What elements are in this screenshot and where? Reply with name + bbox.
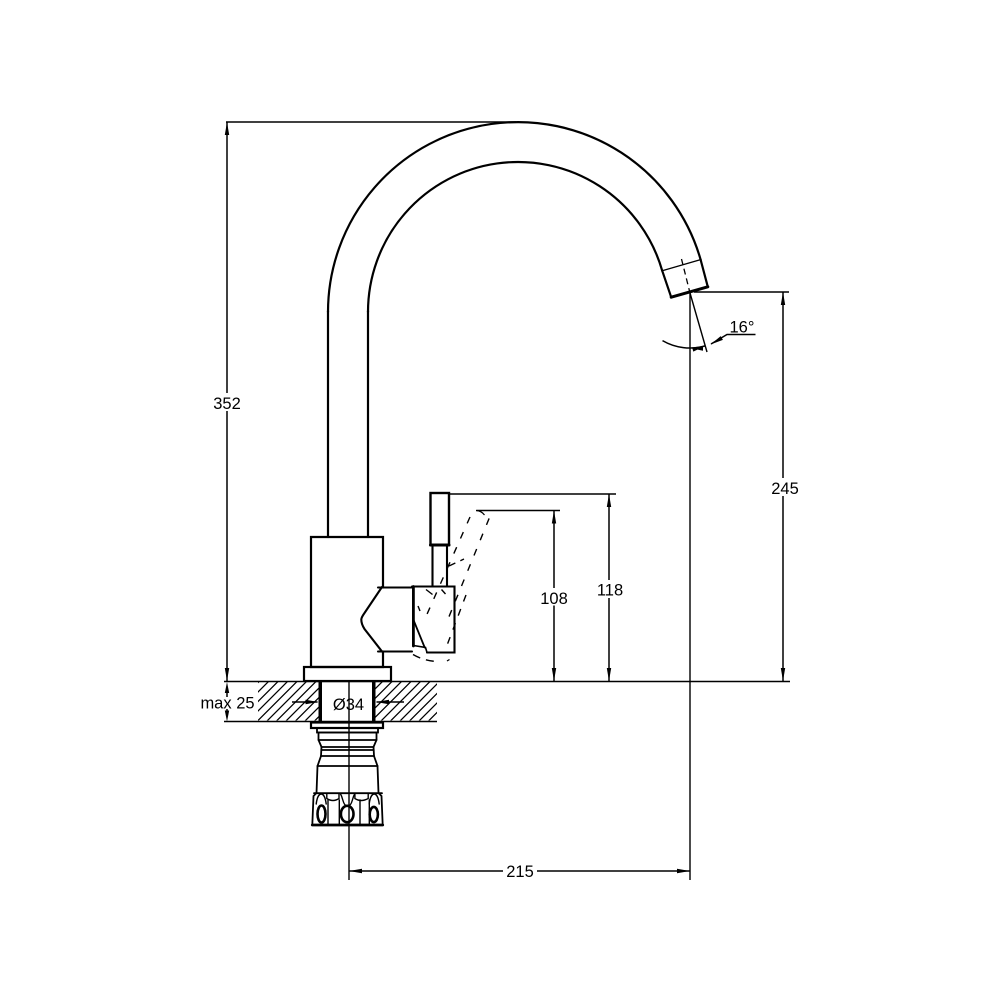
svg-text:215: 215 [506, 863, 534, 881]
svg-text:352: 352 [213, 395, 241, 413]
svg-text:108: 108 [540, 590, 568, 608]
svg-text:245: 245 [771, 480, 799, 498]
svg-text:118: 118 [597, 582, 623, 600]
svg-text:Ø34: Ø34 [333, 696, 364, 714]
svg-text:16°: 16° [730, 319, 755, 337]
svg-text:max 25: max 25 [200, 695, 254, 713]
